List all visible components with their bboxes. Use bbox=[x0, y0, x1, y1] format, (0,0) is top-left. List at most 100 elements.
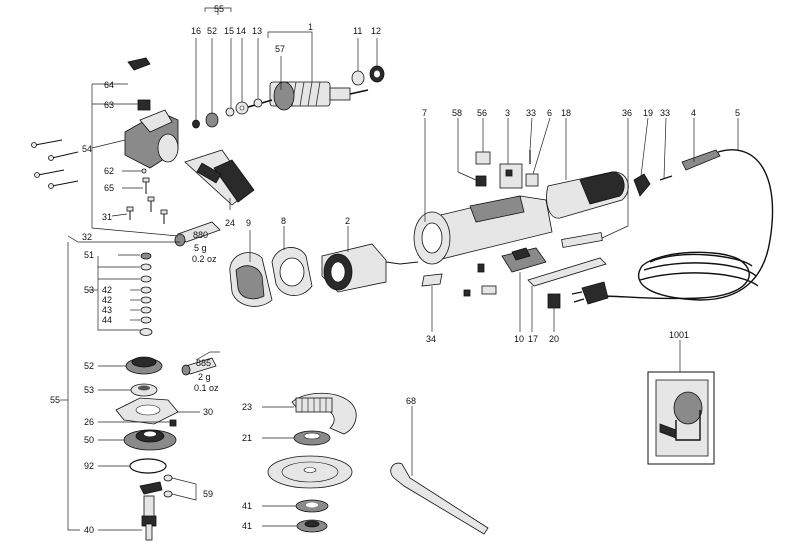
grease-weight-oz-885: 0.1 oz bbox=[194, 383, 219, 393]
label-15: 15 bbox=[224, 26, 234, 36]
label-63: 63 bbox=[104, 100, 114, 110]
ring-13 bbox=[253, 98, 263, 108]
label-59: 59 bbox=[203, 489, 213, 499]
gear-head-54 bbox=[124, 57, 179, 169]
ring-92 bbox=[129, 458, 167, 474]
label-13: 13 bbox=[252, 26, 262, 36]
part-59b bbox=[163, 474, 173, 482]
label-23: 23 bbox=[242, 402, 252, 412]
part-63 bbox=[137, 99, 151, 111]
part-56 bbox=[475, 151, 491, 165]
label-6: 6 bbox=[547, 108, 552, 118]
label-3: 3 bbox=[505, 108, 510, 118]
label-16: 16 bbox=[191, 26, 201, 36]
grease-tube-880 bbox=[174, 221, 221, 247]
bearing-flange-50 bbox=[123, 429, 177, 451]
bevel-gear-52 bbox=[125, 356, 163, 375]
label-65: 65 bbox=[104, 183, 114, 193]
part-20 bbox=[547, 293, 561, 309]
label-64: 64 bbox=[104, 80, 114, 90]
leader-lines bbox=[60, 31, 739, 531]
clamp-19 bbox=[633, 173, 651, 197]
label-10: 10 bbox=[514, 334, 524, 344]
part-64 bbox=[127, 57, 151, 71]
label-14: 14 bbox=[236, 26, 246, 36]
label-18: 18 bbox=[561, 108, 571, 118]
label-31: 31 bbox=[102, 212, 112, 222]
label-1: 1 bbox=[308, 22, 313, 32]
small-part-c bbox=[463, 289, 471, 297]
motor-housing-7 bbox=[413, 195, 553, 265]
label-33a: 33 bbox=[526, 108, 536, 118]
label-42b: 42 bbox=[102, 295, 112, 305]
label-40: 40 bbox=[84, 525, 94, 535]
label-58: 58 bbox=[452, 108, 462, 118]
label-21: 21 bbox=[242, 433, 252, 443]
label-55: 55 bbox=[214, 4, 224, 14]
label-33b: 33 bbox=[660, 108, 670, 118]
grease-code-885: 885 bbox=[196, 358, 211, 368]
grease-tag-885: 885 2 g 0.1 oz bbox=[194, 358, 219, 393]
grease-weight-oz-880: 0.2 oz bbox=[192, 254, 217, 264]
label-54: 54 bbox=[82, 144, 92, 154]
label-5: 5 bbox=[735, 108, 740, 118]
label-17: 17 bbox=[528, 334, 538, 344]
bearing-plate-8 bbox=[271, 247, 313, 296]
switch-rod-17 bbox=[527, 257, 607, 287]
top-bracket-55 bbox=[204, 7, 232, 15]
label-1001: 1001 bbox=[669, 330, 689, 340]
part-16 bbox=[192, 119, 200, 129]
field-coil-2 bbox=[321, 243, 419, 293]
label-53a: 53 bbox=[84, 285, 94, 295]
label-19: 19 bbox=[643, 108, 653, 118]
label-42a: 42 bbox=[102, 285, 112, 295]
part-59a bbox=[139, 481, 163, 495]
pinion-52 bbox=[205, 112, 219, 128]
label-50: 50 bbox=[84, 435, 94, 445]
ring-15 bbox=[225, 107, 235, 117]
small-screws bbox=[126, 168, 168, 224]
label-7: 7 bbox=[422, 108, 427, 118]
label-53b: 53 bbox=[84, 385, 94, 395]
label-56: 56 bbox=[477, 108, 487, 118]
small-part-a bbox=[477, 263, 485, 273]
label-24: 24 bbox=[225, 218, 235, 228]
label-8: 8 bbox=[281, 216, 286, 226]
guard-9 bbox=[229, 252, 273, 307]
electronics-10 bbox=[501, 247, 547, 273]
power-cord-5 bbox=[599, 149, 774, 301]
label-57: 57 bbox=[275, 44, 285, 54]
inset-1001 bbox=[647, 371, 715, 465]
label-68: 68 bbox=[406, 396, 416, 406]
part-58 bbox=[475, 175, 487, 187]
label-2: 2 bbox=[345, 216, 350, 226]
label-36 bbox=[561, 232, 603, 248]
label-9: 9 bbox=[246, 218, 251, 228]
label-92: 92 bbox=[84, 461, 94, 471]
label-52: 52 bbox=[207, 26, 217, 36]
label-51: 51 bbox=[84, 250, 94, 260]
grease-tag-880: 880 5 g 0.2 oz bbox=[192, 230, 217, 264]
grease-weight-880: 5 g bbox=[194, 243, 207, 253]
label-4: 4 bbox=[691, 108, 696, 118]
cord-guard-4 bbox=[681, 149, 721, 171]
screws-32 bbox=[31, 139, 79, 189]
label-12: 12 bbox=[371, 26, 381, 36]
label-36: 36 bbox=[622, 108, 632, 118]
label-44: 44 bbox=[102, 315, 112, 325]
side-handle-24 bbox=[184, 149, 255, 206]
plug-part bbox=[571, 281, 609, 305]
label-41b: 41 bbox=[242, 521, 252, 531]
label-32: 32 bbox=[82, 232, 92, 242]
grease-weight-885: 2 g bbox=[198, 372, 211, 382]
label-34: 34 bbox=[426, 334, 436, 344]
grinding-disc bbox=[267, 455, 353, 489]
part-59c bbox=[163, 490, 173, 498]
spanner-68 bbox=[390, 462, 489, 535]
rear-cover-18 bbox=[546, 171, 629, 219]
label-55b: 55 bbox=[50, 395, 60, 405]
wheel-guard-23 bbox=[291, 392, 357, 435]
label-43: 43 bbox=[102, 305, 112, 315]
label-11: 11 bbox=[353, 26, 362, 36]
